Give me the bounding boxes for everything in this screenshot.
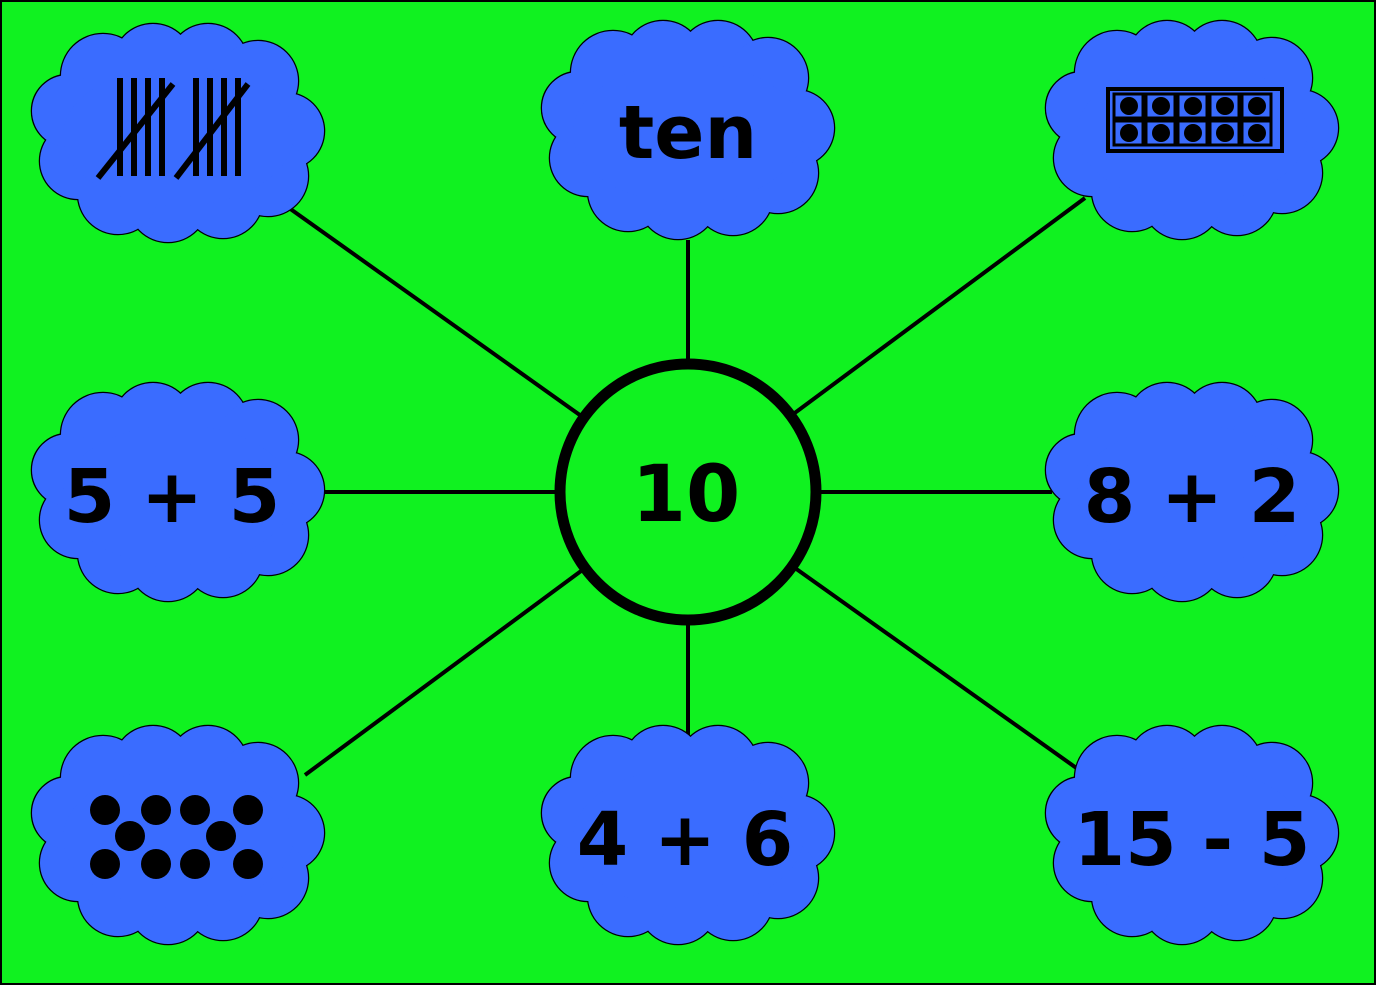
ten-frame-icon [1106,87,1284,153]
cloud-word: ten [540,19,836,241]
cloud-ten-frame [1044,19,1340,241]
cloud-sum-5-5: 5 + 5 [30,381,326,603]
cloud-dots [30,724,326,946]
cloud-sum-8-2: 8 + 2 [1044,381,1340,603]
cloud-label-sum-4-6: 4 + 6 [577,797,794,883]
cloud-label-sum-8-2: 8 + 2 [1084,454,1301,540]
cloud-label-sum-5-5: 5 + 5 [64,454,281,540]
center-label: 10 [632,450,741,540]
cloud-tally [30,22,326,244]
dot-pattern-icon [90,795,263,879]
tally-marks-icon [95,78,251,180]
cloud-diff-15-5: 15 - 5 [1044,724,1340,946]
cloud-label-word: ten [619,90,757,176]
cloud-sum-4-6: 4 + 6 [540,724,836,946]
center-circle [554,358,822,626]
center-node: 10 [554,358,822,626]
cloud-label-diff-15-5: 15 - 5 [1074,797,1311,883]
